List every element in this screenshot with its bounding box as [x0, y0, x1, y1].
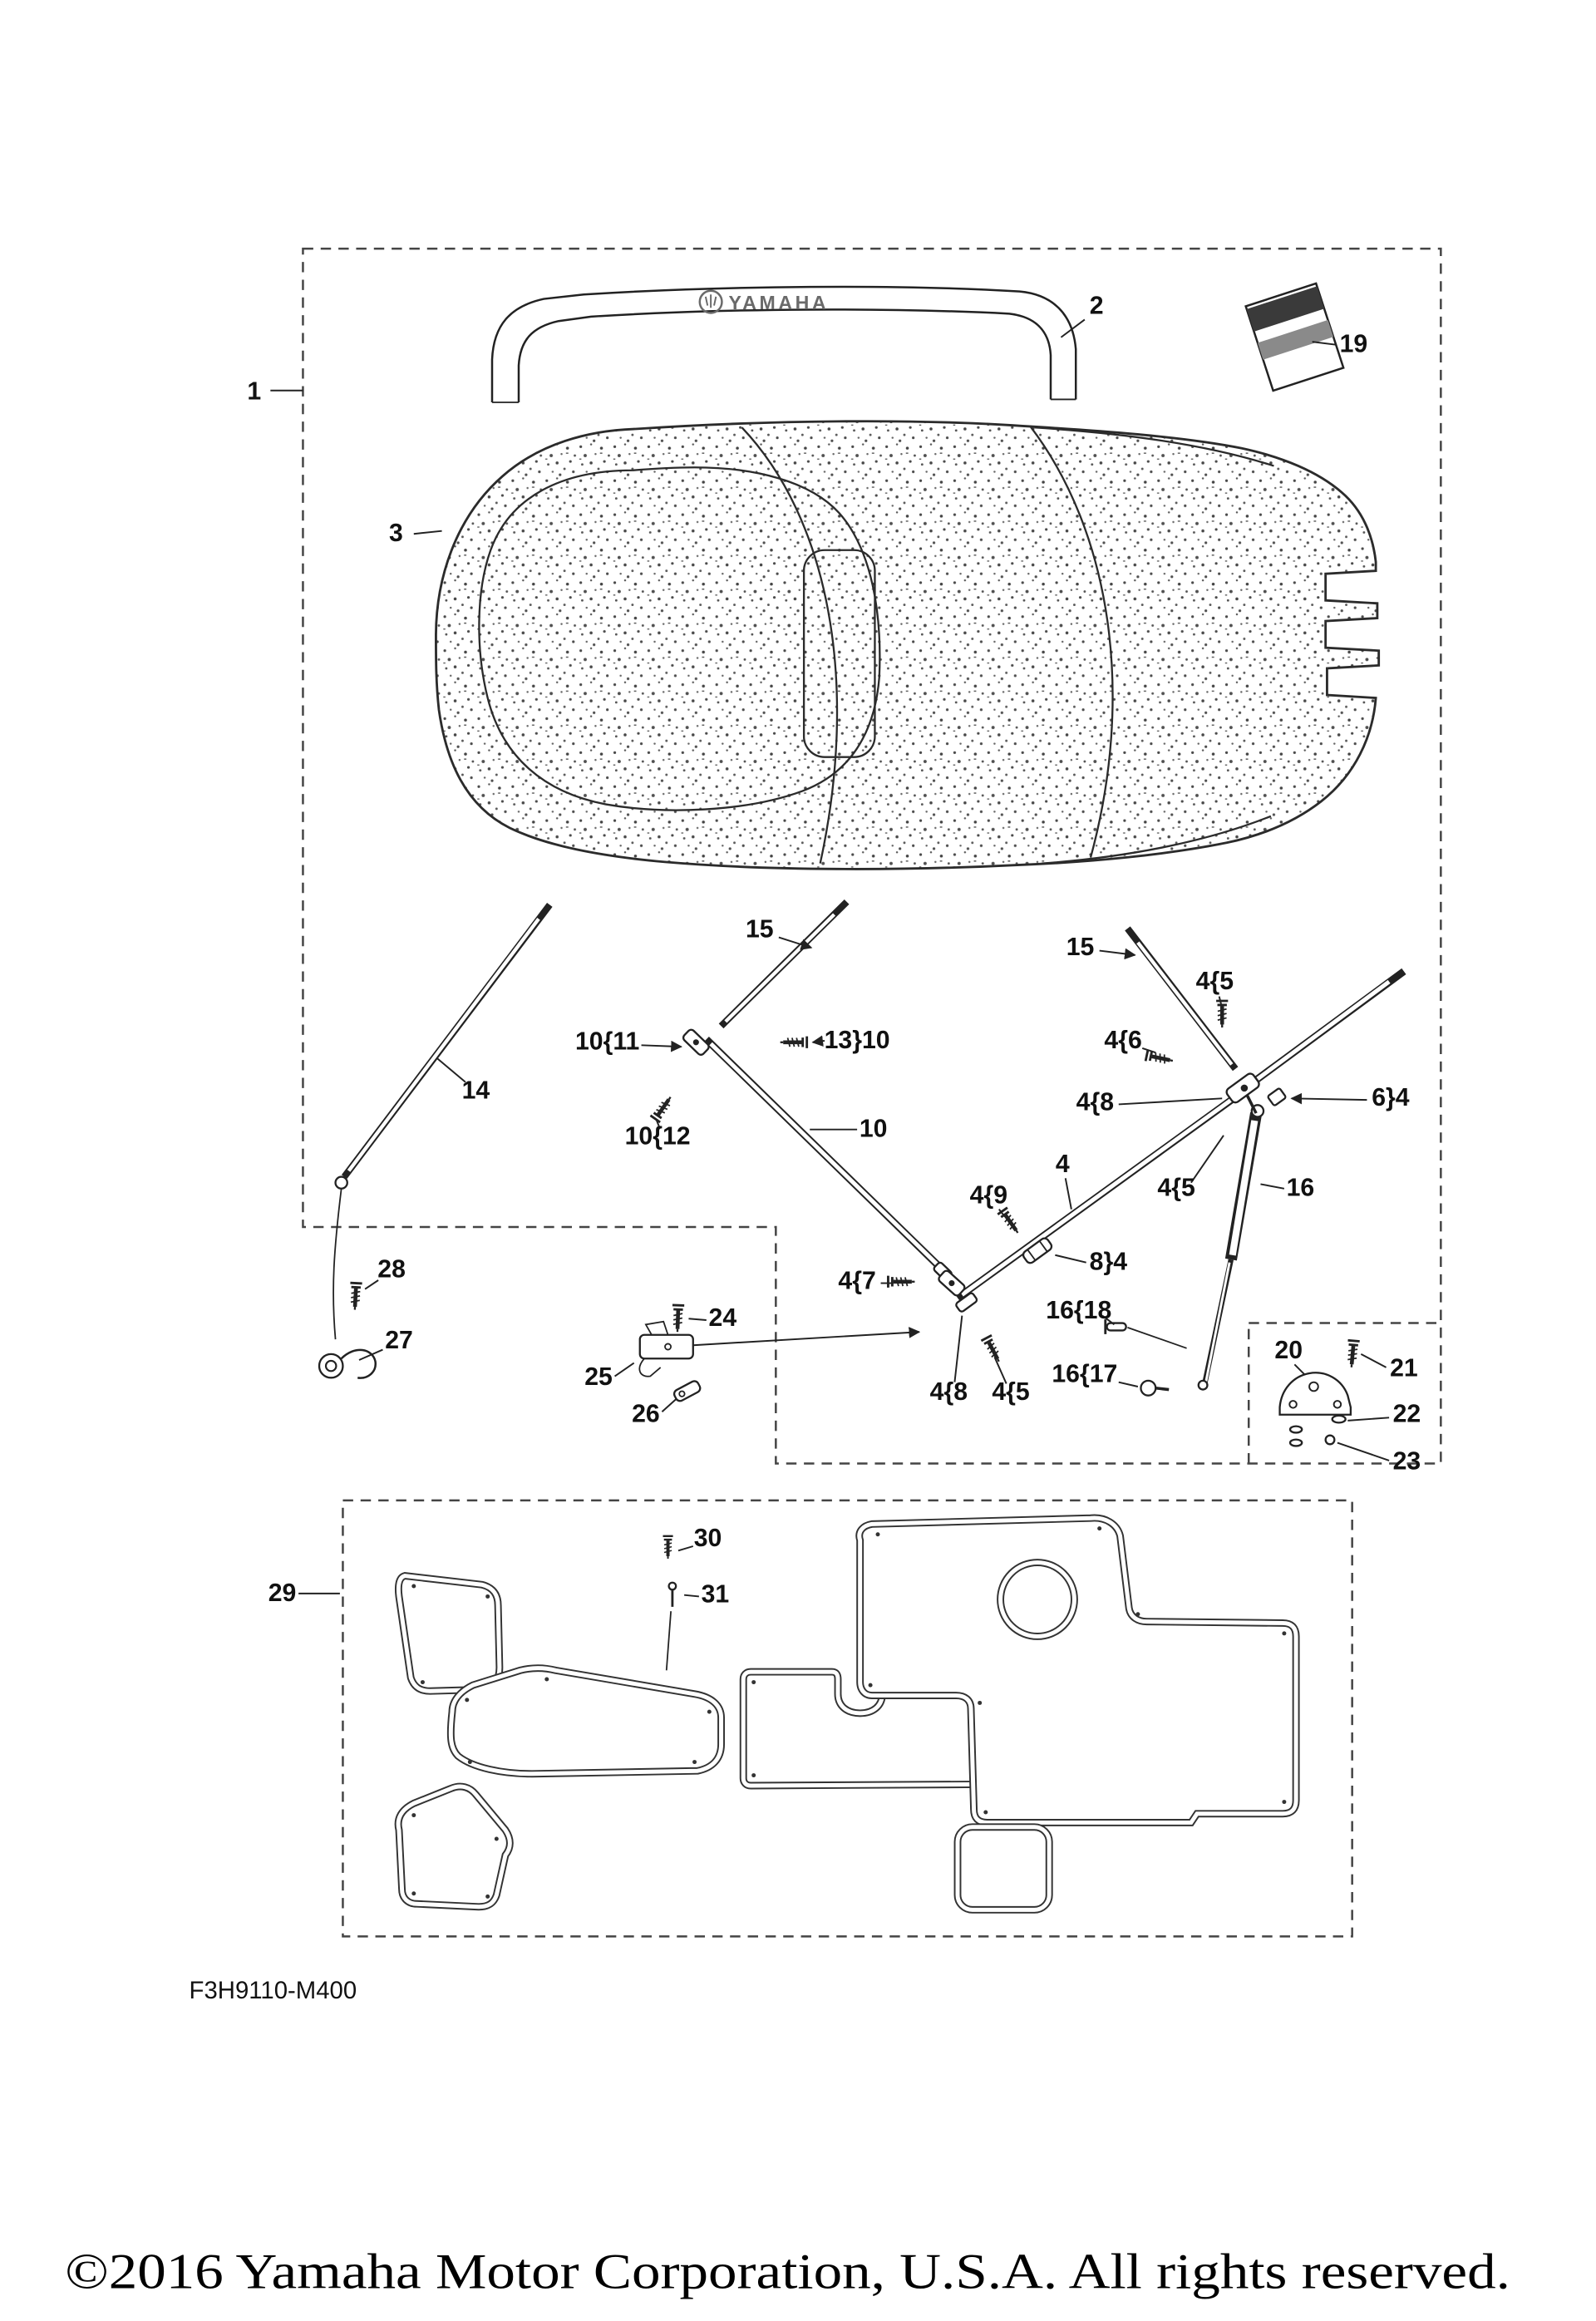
- callout-30: 30: [694, 1525, 722, 1552]
- callout-20: 20: [1274, 1337, 1303, 1364]
- callout-27: 27: [385, 1327, 413, 1354]
- callout-4-7: 4{7: [838, 1268, 875, 1295]
- callout-15-left: 15: [746, 916, 774, 944]
- ball-stud-16-17: [1140, 1379, 1170, 1397]
- callout-6-4: 6}4: [1372, 1084, 1410, 1111]
- callout-21: 21: [1390, 1355, 1418, 1382]
- callout-4-8-lower: 4{8: [930, 1378, 968, 1406]
- callout-26: 26: [632, 1401, 660, 1428]
- screw-4-7: [888, 1276, 914, 1288]
- callout-1: 1: [247, 377, 261, 405]
- screw-28: [349, 1283, 362, 1310]
- pole-4-lower: [955, 1087, 1249, 1301]
- screw-fasteners: [349, 1001, 1360, 1671]
- callout-4-9: 4{9: [970, 1182, 1007, 1210]
- small-parts: [318, 1320, 1352, 1447]
- floor-mats: [398, 1518, 1296, 1910]
- callout-16: 16: [1287, 1175, 1315, 1202]
- mat-right-large: [860, 1518, 1296, 1822]
- joint-hinge-upper-right: [1225, 1072, 1287, 1106]
- washer-small: [1288, 1438, 1303, 1447]
- diagram-part-code: F3H9110-M400: [190, 1977, 357, 2004]
- screw-21: [1346, 1340, 1360, 1367]
- assembly-boundary-group-1: [302, 247, 1442, 1465]
- callout-4-8-upper: 4{8: [1076, 1089, 1114, 1116]
- callout-23: 23: [1393, 1448, 1421, 1476]
- logo-wordmark: YAMAHA: [728, 292, 829, 313]
- callout-22: 22: [1393, 1401, 1421, 1428]
- sticker-part: [1244, 282, 1345, 392]
- joint-hinge-left: [682, 1028, 710, 1056]
- callout-16-17: 16{17: [1052, 1361, 1117, 1388]
- leader-lines: [270, 318, 1390, 1598]
- callout-4-5-top: 4{5: [1196, 968, 1234, 995]
- frame-poles: [332, 899, 1406, 1391]
- callout-31: 31: [702, 1581, 730, 1609]
- callout-4-6: 4{6: [1104, 1027, 1141, 1054]
- hook-27: [318, 1348, 377, 1379]
- mat-center-long: [451, 1668, 721, 1774]
- pin-16-18: [1104, 1319, 1187, 1349]
- callout-8-4: 8}4: [1090, 1249, 1128, 1276]
- clip-26: [672, 1380, 702, 1402]
- callout-4-5-mid: 4{5: [1157, 1175, 1195, 1202]
- callout-labels: 1 2 19 3 15 15 10{11 13}10 10{12 10 14 4…: [247, 292, 1421, 1608]
- screw-24: [672, 1305, 684, 1332]
- screw-10-12: [650, 1094, 675, 1122]
- callout-16-18: 16{18: [1046, 1297, 1111, 1324]
- screw-13-10: [781, 1037, 807, 1048]
- pole-15-left: [718, 899, 850, 1029]
- joint-hinge-lower: [933, 1261, 978, 1313]
- pin-31: [665, 1581, 677, 1671]
- washer-small: [1288, 1425, 1303, 1434]
- callout-25: 25: [584, 1363, 613, 1391]
- callout-29: 29: [268, 1579, 297, 1607]
- callout-4-5-lower: 4{5: [992, 1378, 1029, 1406]
- callout-15-right: 15: [1066, 934, 1095, 961]
- seat-cover-outline: [435, 420, 1381, 870]
- mount-bracket-20: [1278, 1372, 1352, 1447]
- mat-front-left: [398, 1576, 500, 1692]
- mat-rear-left: [398, 1786, 510, 1907]
- pole-4-upper: [1250, 968, 1406, 1086]
- washer-22: [1331, 1414, 1347, 1424]
- pole-10: [703, 1037, 952, 1279]
- callout-2: 2: [1090, 292, 1104, 319]
- mat-kit-boundary-group-29: [342, 1499, 1353, 1938]
- latch-25: [638, 1320, 921, 1377]
- screw-4-6: [1145, 1049, 1174, 1067]
- screw-4-5-mid: [981, 1335, 1004, 1364]
- frame-joints: [682, 1028, 1287, 1313]
- callout-24: 24: [709, 1304, 737, 1332]
- gas-strut-16: [1197, 1094, 1265, 1391]
- sleeve-8-4: [1022, 1237, 1053, 1264]
- handle-part: YAMAHA: [490, 285, 1077, 403]
- mat-small-square: [958, 1827, 1049, 1910]
- yamaha-logo: YAMAHA: [698, 289, 829, 314]
- pole-14: [332, 902, 553, 1340]
- callout-10-12: 10{12: [625, 1122, 691, 1150]
- callout-3: 3: [389, 520, 403, 547]
- screw-30: [661, 1534, 675, 1560]
- screw-4-5-top: [1216, 1001, 1228, 1027]
- callout-10-11: 10{11: [575, 1028, 639, 1056]
- callout-14: 14: [462, 1077, 490, 1104]
- callout-19: 19: [1340, 331, 1368, 358]
- pole-15-right: [1125, 926, 1239, 1072]
- nut-23: [1324, 1434, 1336, 1446]
- callout-4: 4: [1056, 1151, 1070, 1178]
- callout-10: 10: [860, 1116, 888, 1143]
- seat-cover-part: [435, 420, 1381, 870]
- callout-28: 28: [377, 1255, 406, 1283]
- callout-13-10: 13}10: [825, 1027, 890, 1054]
- copyright-line: ©2016 Yamaha Motor Corporation, U.S.A. A…: [65, 2244, 1510, 2299]
